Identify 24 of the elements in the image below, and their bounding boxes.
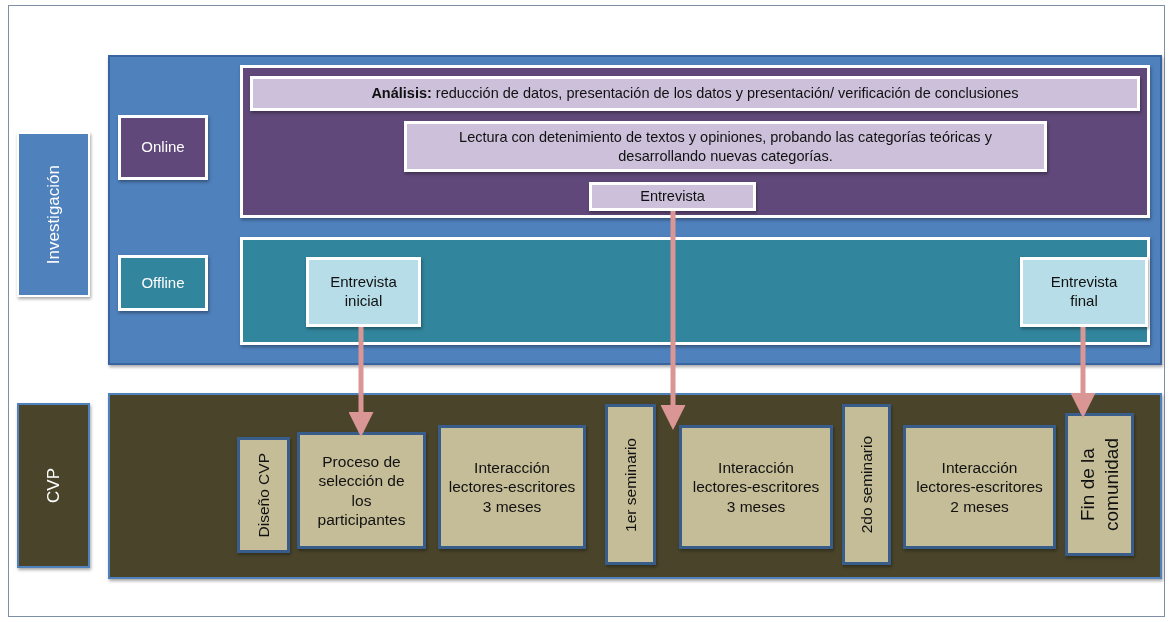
arrow bbox=[348, 327, 374, 437]
stage-box: 2do seminario bbox=[842, 404, 891, 565]
process-box: Entrevista bbox=[589, 182, 756, 211]
stage-box: Diseño CVP bbox=[237, 437, 290, 553]
stage-box: Interacción lectores-escritores 3 meses bbox=[438, 425, 586, 549]
stage-box: Proceso de selección de los participantes bbox=[297, 432, 426, 549]
category-box: Online bbox=[118, 115, 208, 180]
section-label-box: CVP bbox=[17, 403, 90, 568]
panel bbox=[240, 65, 1150, 218]
stage-box: 1er seminario bbox=[605, 404, 656, 565]
panel bbox=[108, 393, 1162, 579]
process-box: Entrevista final bbox=[1020, 257, 1148, 327]
panel bbox=[108, 55, 1162, 365]
process-box: Entrevista inicial bbox=[306, 257, 421, 327]
stage-box: Interacción lectores-escritores 2 meses bbox=[903, 425, 1056, 549]
process-box: Lectura con detenimiento de textos y opiniones, probando las categorías teóricas y desarrollando nuevas categorías. bbox=[404, 121, 1047, 172]
panel bbox=[240, 237, 1150, 345]
arrow bbox=[1070, 327, 1096, 418]
category-box: Offline bbox=[118, 255, 208, 311]
section-label-box: Investigación bbox=[17, 132, 90, 297]
arrow bbox=[660, 211, 686, 430]
stage-box: Fin de la comunidad bbox=[1065, 413, 1134, 556]
stage-box: Interacción lectores-escritores 3 meses bbox=[679, 425, 833, 549]
process-box: Análisis: reducción de datos, presentación de los datos y presentación/ verificación de conclusiones bbox=[250, 76, 1140, 111]
